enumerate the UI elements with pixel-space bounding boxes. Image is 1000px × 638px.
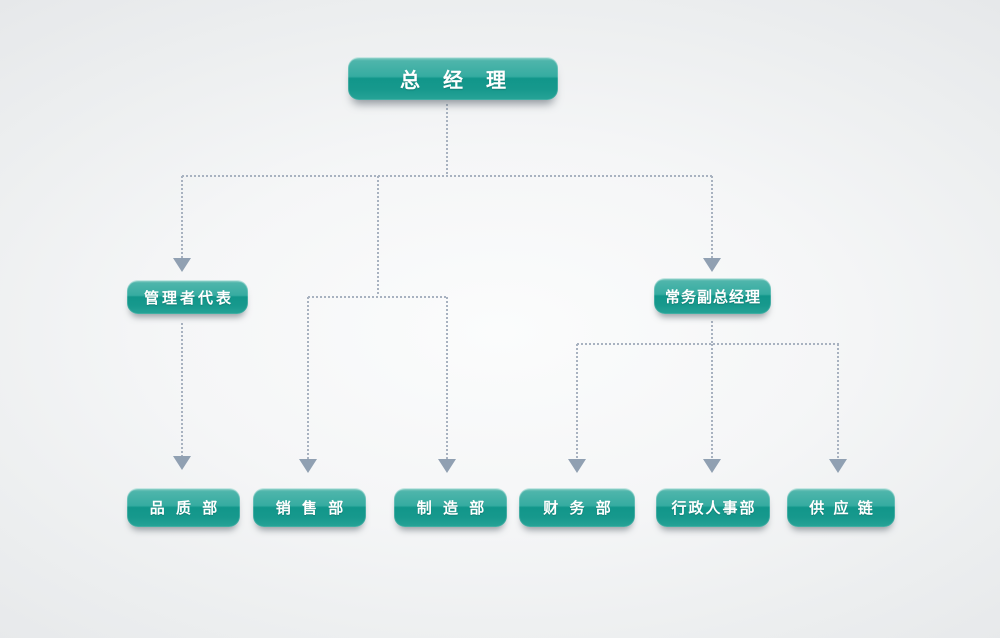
connector-to-sales-dept <box>307 297 309 459</box>
connector-to-supply-chain <box>837 344 839 459</box>
connector-to-management-representative <box>181 176 183 258</box>
connector-root-stem <box>446 104 448 176</box>
node-quality-dept: 品 质 部 <box>127 488 240 527</box>
connector-to-quality-dept <box>181 323 183 456</box>
node-sales-dept: 销 售 部 <box>253 488 366 527</box>
connector-to-executive-deputy-gm <box>711 176 713 258</box>
arrow-down-icon <box>829 459 847 473</box>
connector-to-finance-dept <box>576 344 578 459</box>
connector-mid-branch-stem <box>377 176 379 296</box>
node-manufacturing-dept: 制 造 部 <box>394 488 507 527</box>
connector-to-admin-hr-dept <box>711 344 713 459</box>
connector-to-manufacturing-dept <box>446 297 448 459</box>
node-supply-chain: 供 应 链 <box>787 488 895 527</box>
arrow-down-icon <box>173 456 191 470</box>
node-executive-deputy-gm: 常务副总经理 <box>654 278 771 314</box>
arrow-down-icon <box>568 459 586 473</box>
connector-evp-horizontal <box>577 343 839 345</box>
node-admin-hr-dept: 行政人事部 <box>656 488 770 527</box>
connector-evp-stem <box>711 321 713 343</box>
connector-level1-horizontal <box>182 175 713 177</box>
arrow-down-icon <box>703 459 721 473</box>
node-finance-dept: 财 务 部 <box>519 488 635 527</box>
node-management-representative: 管理者代表 <box>127 280 248 314</box>
connector-mid-branch-horizontal <box>308 296 448 298</box>
arrow-down-icon <box>173 258 191 272</box>
arrow-down-icon <box>703 258 721 272</box>
arrow-down-icon <box>299 459 317 473</box>
arrow-down-icon <box>438 459 456 473</box>
node-general-manager: 总 经 理 <box>348 57 558 100</box>
